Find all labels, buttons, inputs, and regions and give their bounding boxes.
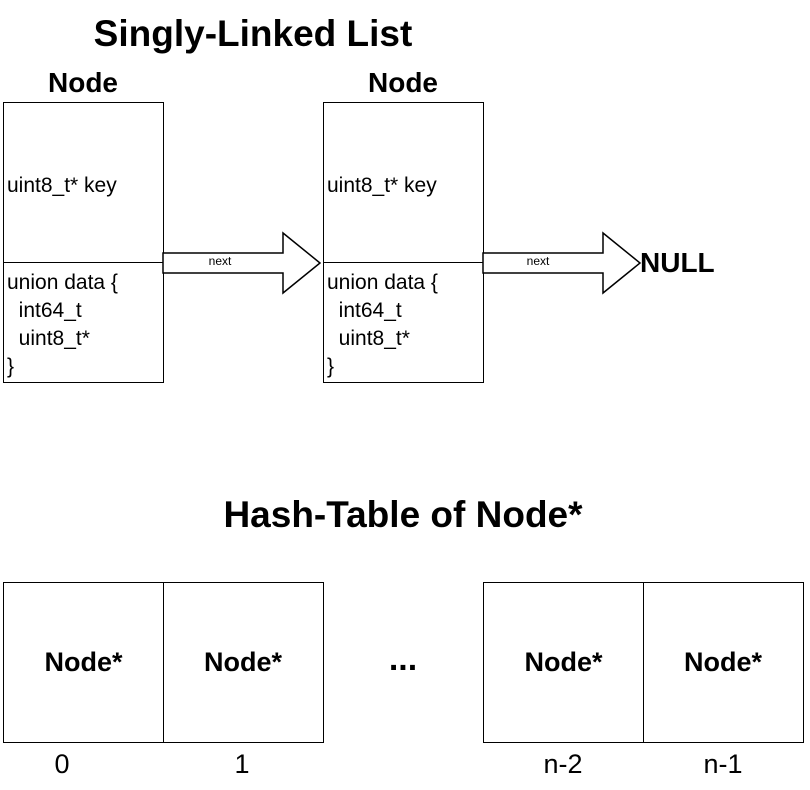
hash-table-cell-n-1: Node*	[642, 582, 804, 743]
hash-table-cell-0-value: Node*	[44, 647, 123, 677]
hash-table-cell-1-value: Node*	[203, 647, 282, 677]
null-terminator: NULL	[640, 247, 715, 278]
node-1-data-line-3: uint8_t*	[7, 327, 90, 350]
node-2-data-line-4: }	[327, 355, 335, 378]
hash-table-index-n-2: n-2	[543, 749, 583, 779]
hash-table-ellipsis: ...	[388, 640, 418, 678]
hash-table-title: Hash-Table of Node*	[223, 494, 583, 535]
hash-table-index-1: 1	[234, 749, 250, 779]
node-2: uint8_t* key union data { int64_t uint8_…	[323, 102, 484, 383]
node-2-data-line-3: uint8_t*	[327, 327, 410, 350]
next-arrow-1-label: next	[208, 254, 232, 268]
next-arrow-2	[482, 231, 642, 295]
node-2-key-section: uint8_t* key	[324, 103, 483, 263]
hash-table-cell-0: Node*	[3, 582, 164, 743]
node-2-key: uint8_t* key	[327, 174, 437, 197]
next-arrow-2-label: next	[526, 254, 550, 268]
node-label-2: Node	[368, 67, 438, 98]
hash-table-index-n-1: n-1	[703, 749, 743, 779]
hash-table-cell-1: Node*	[162, 582, 324, 743]
node-1-data-line-1: union data {	[7, 271, 118, 294]
hash-table-index-0: 0	[54, 749, 70, 779]
node-1-data-line-4: }	[7, 355, 15, 378]
node-1: uint8_t* key union data { int64_t uint8_…	[3, 102, 164, 383]
next-arrow-1	[162, 231, 322, 295]
node-1-key: uint8_t* key	[7, 174, 117, 197]
node-1-data-line-2: int64_t	[7, 299, 82, 322]
node-2-data-line-2: int64_t	[327, 299, 402, 322]
node-2-data-line-1: union data {	[327, 271, 438, 294]
linked-list-title: Singly-Linked List	[93, 13, 413, 54]
hash-table-cell-n-2: Node*	[483, 582, 644, 743]
node-1-key-section: uint8_t* key	[4, 103, 163, 263]
hash-table-cell-n-2-value: Node*	[524, 647, 603, 677]
node-label-1: Node	[48, 67, 118, 98]
hash-table-cell-n-1-value: Node*	[683, 647, 762, 677]
